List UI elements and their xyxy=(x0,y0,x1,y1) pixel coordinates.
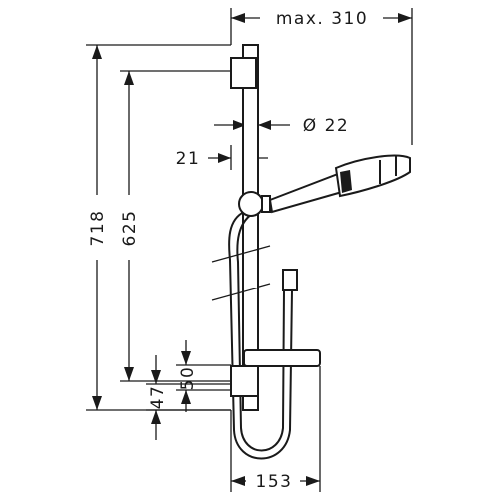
shower-rail xyxy=(211,44,271,411)
dimension-shelf-height: 50 xyxy=(176,340,231,412)
dimension-rail-height: 625 xyxy=(120,70,231,382)
label-shelf-height: 50 xyxy=(178,366,198,391)
handshower-slider xyxy=(238,191,271,217)
dimension-diameter: Ø 22 xyxy=(214,110,349,140)
label-bracket-offset: 47 xyxy=(148,385,168,410)
label-offset: 21 xyxy=(176,149,201,169)
label-base-width: 153 xyxy=(256,472,293,492)
dimension-base-width: 153 xyxy=(230,366,321,492)
dimension-bracket-offset: 47 xyxy=(146,355,231,440)
dimension-max-width: max. 310 xyxy=(230,8,413,145)
shower-hose xyxy=(228,211,293,460)
top-wall-bracket xyxy=(230,57,258,89)
dimension-total-height: 718 xyxy=(86,44,231,411)
hose-connector xyxy=(282,269,298,291)
label-diameter: Ø 22 xyxy=(303,116,349,136)
soap-shelf xyxy=(243,349,321,367)
handshower xyxy=(268,154,411,214)
label-rail-height: 625 xyxy=(120,210,140,247)
bottom-wall-bracket xyxy=(230,365,259,397)
label-total-height: 718 xyxy=(88,210,108,247)
label-max-width: max. 310 xyxy=(276,9,368,29)
